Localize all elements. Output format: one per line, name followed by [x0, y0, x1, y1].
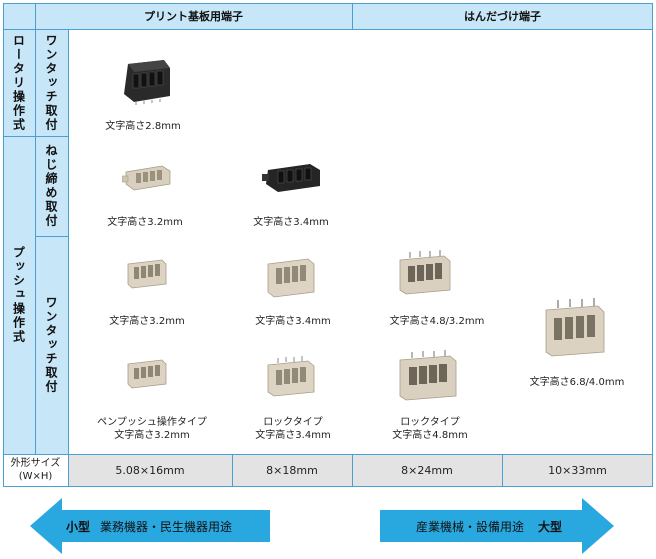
caption-r4c1: ペンプッシュ操作タイプ 文字高さ3.2mm: [92, 416, 212, 442]
caption-r3c2: 文字高さ3.4mm: [255, 316, 331, 327]
arrow-left-label: 小型 業務機器・民生機器用途: [66, 512, 232, 540]
caption-r2c2: 文字高さ3.4mm: [253, 217, 329, 228]
arrow-left-bold: 小型: [66, 519, 91, 534]
row-label-push: プッシュ操作式: [3, 136, 35, 454]
caption-r34c4: 文字高さ6.8/4.0mm: [529, 377, 625, 388]
lock-type-switch-image: [267, 356, 315, 397]
row-label-rotary: ロータリ操作式: [3, 29, 35, 136]
caption-r4c1-type: ペンプッシュ操作タイプ: [97, 417, 207, 428]
onetouch-switch-medium-image: [267, 258, 315, 298]
arrow-right-label: 産業機械・設備用途 大型: [416, 512, 562, 540]
row-sub-push-onetouch: ワンタッチ取付: [35, 236, 68, 454]
header-pcb: プリント基板用端子: [35, 3, 352, 29]
size-cell-4: 10×33mm: [502, 454, 653, 486]
onetouch-switch-image: [127, 259, 167, 289]
size-cell-3: 8×24mm: [352, 454, 502, 486]
row-sub-rotary-onetouch: ワンタッチ取付: [35, 29, 68, 136]
pen-push-switch-image: [127, 359, 167, 389]
rotary-switch-black-image: [124, 60, 170, 105]
caption-r4c2: ロックタイプ 文字高さ3.4mm: [238, 416, 348, 442]
caption-r3c1: 文字高さ3.2mm: [109, 316, 185, 327]
screw-mount-switch-black-image: [262, 164, 320, 192]
corner-cell: [3, 3, 35, 29]
caption-r4c2-type: ロックタイプ: [263, 417, 323, 428]
arrow-right-bold: 大型: [538, 519, 563, 534]
lock-type-solder-switch-image: [399, 350, 457, 401]
size-label: 外形サイズ: [10, 458, 61, 469]
size-cell-1: 5.08×16mm: [68, 454, 232, 486]
row-sub-push-screw: ねじ締め取付: [35, 136, 68, 236]
caption-r4c3: ロックタイプ 文字高さ4.8mm: [370, 416, 490, 442]
caption-r2c1: 文字高さ3.2mm: [107, 217, 183, 228]
caption-r4c2-height: 文字高さ3.4mm: [255, 430, 331, 441]
caption-r4c3-type: ロックタイプ: [400, 417, 460, 428]
arrow-left-small: [30, 498, 270, 554]
caption-r3c3: 文字高さ4.8/3.2mm: [389, 316, 485, 327]
arrow-right-text: 産業機械・設備用途: [416, 519, 525, 534]
screw-mount-switch-image: [122, 165, 171, 191]
size-label-wh: (W×H): [18, 471, 53, 482]
caption-r4c3-height: 文字高さ4.8mm: [392, 430, 468, 441]
large-solder-switch-image: [545, 298, 605, 357]
size-label-cell: 外形サイズ (W×H): [3, 454, 68, 486]
arrow-right-large: [380, 498, 614, 554]
caption-r1c1: 文字高さ2.8mm: [105, 121, 181, 132]
arrow-left-text: 業務機器・民生機器用途: [100, 519, 233, 534]
header-solder: はんだづけ端子: [352, 3, 653, 29]
solder-switch-image: [399, 250, 451, 295]
caption-r4c1-height: 文字高さ3.2mm: [114, 430, 190, 441]
size-cell-2: 8×18mm: [232, 454, 352, 486]
